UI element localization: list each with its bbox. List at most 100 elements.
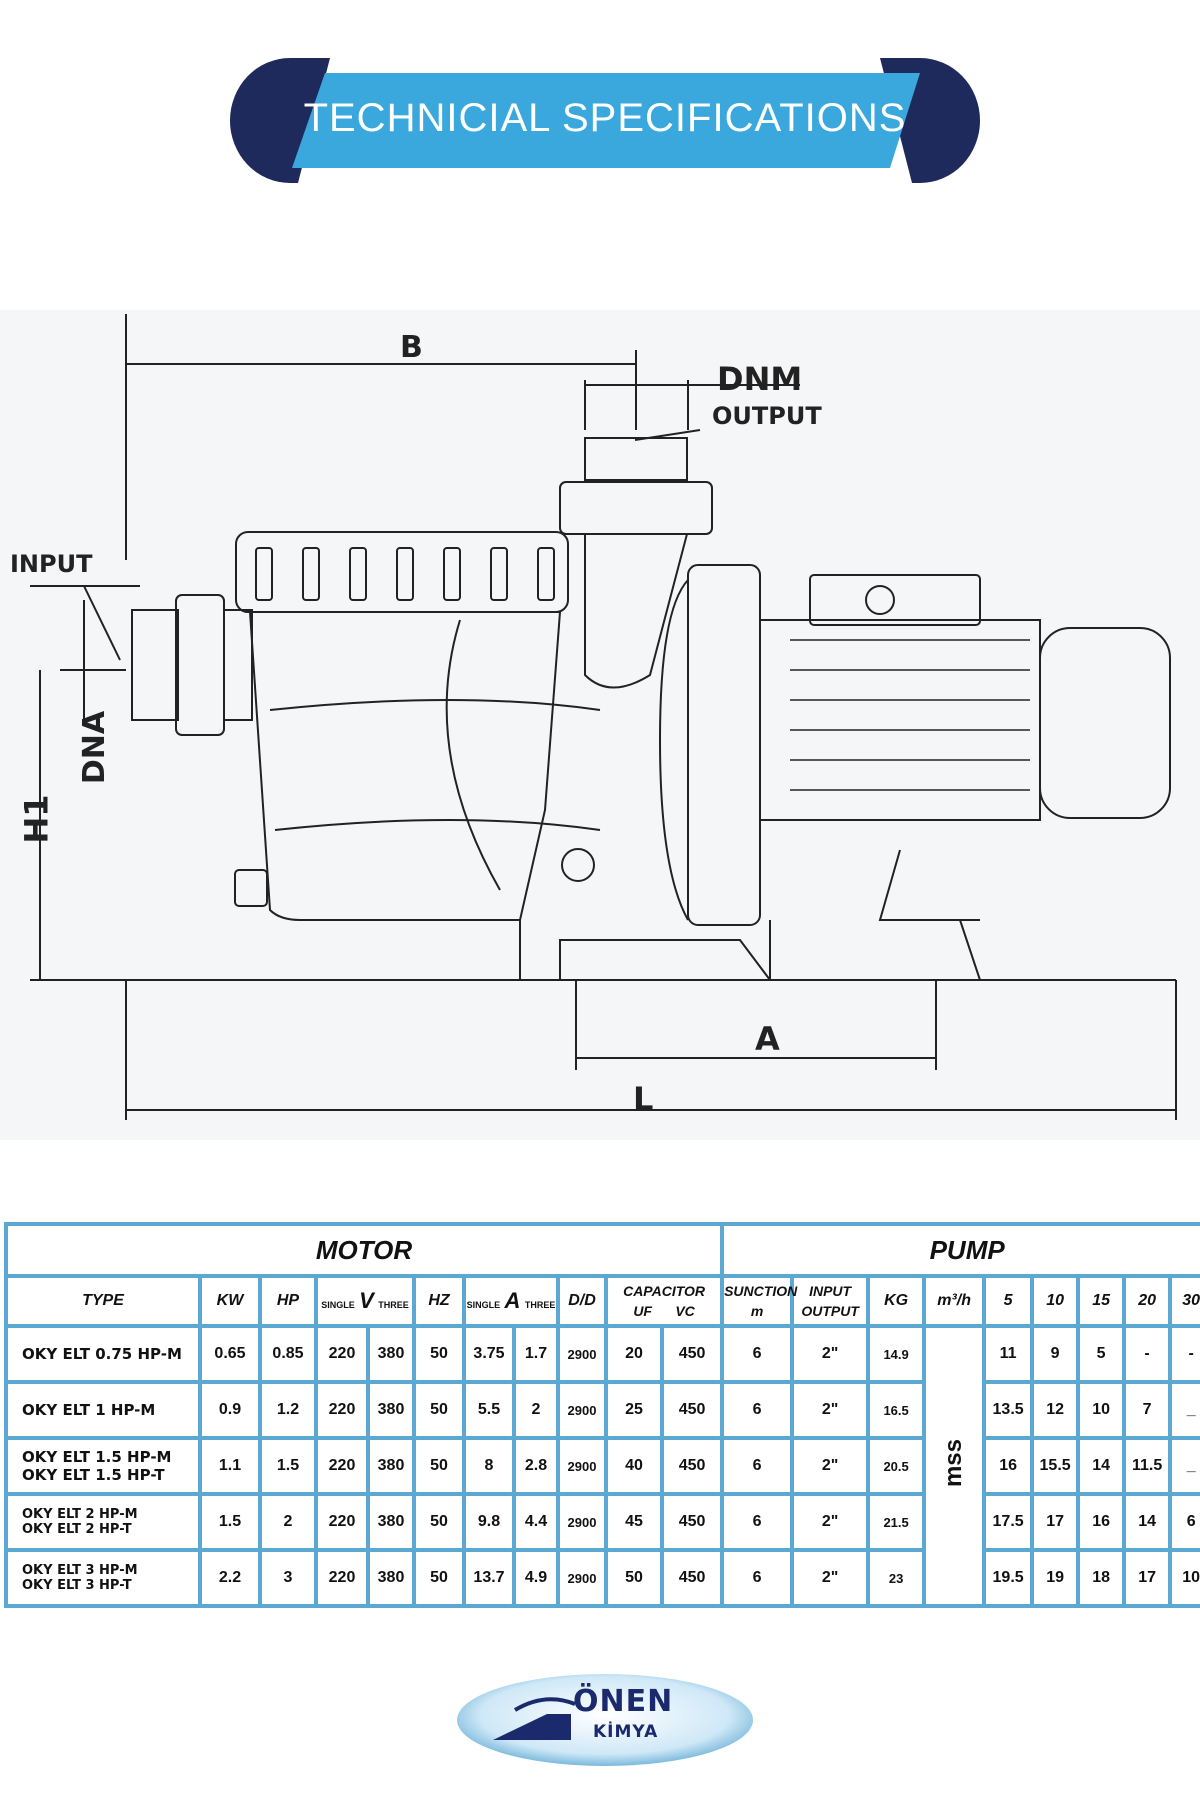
- io-cell: 2": [794, 1384, 867, 1436]
- sunction-cell: 6: [724, 1328, 791, 1380]
- voltage-three-label: THREE: [378, 1300, 409, 1310]
- logo-text-onen: ÖNEN: [573, 1684, 674, 1719]
- mss-label: mss: [940, 1439, 968, 1488]
- hz-cell: 50: [416, 1328, 462, 1380]
- kg-cell: 20.5: [870, 1440, 923, 1492]
- flow-cell: 11.5: [1126, 1440, 1169, 1492]
- uf-label: UF: [633, 1303, 652, 1319]
- v-three-cell: 380: [370, 1552, 412, 1604]
- kw-cell: 1.5: [202, 1496, 258, 1548]
- page-title: TECHNICIAL SPECIFICATIONS: [303, 96, 907, 140]
- pump-outline-diagram: [30, 314, 1177, 1120]
- kw-cell: 2.2: [202, 1552, 258, 1604]
- v-single-cell: 220: [318, 1496, 366, 1548]
- sunction-cell: 6: [724, 1384, 791, 1436]
- v-single-cell: 220: [318, 1328, 366, 1380]
- a-single-cell: 13.7: [466, 1552, 512, 1604]
- table-row: OKY ELT 1.5 HP-M OKY ELT 1.5 HP-T 1.1 1.…: [8, 1440, 1200, 1492]
- input-label: INPUT: [10, 550, 93, 578]
- kw-cell: 0.9: [202, 1384, 258, 1436]
- capacitor-header: CAPACITOR UF VC: [608, 1278, 721, 1324]
- v-three-cell: 380: [370, 1496, 412, 1548]
- type-header: TYPE: [8, 1278, 198, 1324]
- kg-cell: 14.9: [870, 1328, 923, 1380]
- v-single-cell: 220: [318, 1552, 366, 1604]
- uf-cell: 45: [608, 1496, 660, 1548]
- dimension-b-label: B: [400, 330, 423, 365]
- output-label: OUTPUT: [712, 402, 822, 430]
- flow-cell: -: [1126, 1328, 1169, 1380]
- sunction-cell: 6: [724, 1496, 791, 1548]
- flow-header: 10: [1034, 1278, 1077, 1324]
- kw-cell: 1.1: [202, 1440, 258, 1492]
- hp-header: HP: [262, 1278, 314, 1324]
- flow-cell: 16: [1080, 1496, 1123, 1548]
- vc-cell: 450: [664, 1384, 721, 1436]
- flow-cell: 14: [1080, 1440, 1123, 1492]
- column-header-row: TYPE KW HP SINGLE V THREE HZ SINGLE A TH…: [8, 1278, 1200, 1324]
- pump-group-header: PUMP: [724, 1226, 1200, 1274]
- io-cell: 2": [794, 1496, 867, 1548]
- a-three-cell: 2.8: [516, 1440, 556, 1492]
- hz-cell: 50: [416, 1440, 462, 1492]
- flow-cell: _: [1172, 1440, 1200, 1492]
- flow-header: 15: [1080, 1278, 1123, 1324]
- table-row: OKY ELT 0.75 HP-M 0.65 0.85 220 380 50 3…: [8, 1328, 1200, 1604]
- pump-technical-drawing: B DNM OUTPUT INPUT DNA H1 A L: [0, 310, 1200, 1140]
- hz-header: HZ: [416, 1278, 462, 1324]
- type-line: OKY ELT 2 HP-T: [22, 1522, 132, 1537]
- v-three-cell: 380: [370, 1328, 412, 1380]
- voltage-label: V: [359, 1288, 374, 1313]
- type-line: OKY ELT 3 HP-T: [22, 1578, 132, 1593]
- sunction-cell: 6: [724, 1552, 791, 1604]
- flow-cell: 17: [1126, 1552, 1169, 1604]
- flow-cell: 19.5: [986, 1552, 1031, 1604]
- dna-label: DNA: [77, 710, 113, 785]
- motor-group-header: MOTOR: [8, 1226, 721, 1274]
- flow-header: 5: [986, 1278, 1031, 1324]
- sunction-label: SUNCTION: [724, 1283, 798, 1299]
- type-cell: OKY ELT 0.75 HP-M: [8, 1328, 198, 1380]
- flow-cell: 10: [1080, 1384, 1123, 1436]
- io-cell: 2": [794, 1440, 867, 1492]
- a-single-cell: 5.5: [466, 1384, 512, 1436]
- v-three-cell: 380: [370, 1440, 412, 1492]
- logo-emblem: [457, 1674, 753, 1766]
- flow-cell: 10: [1172, 1552, 1200, 1604]
- flow-cell: 9: [1034, 1328, 1077, 1380]
- io-cell: 2": [794, 1552, 867, 1604]
- flow-cell: 5: [1080, 1328, 1123, 1380]
- banner-shape: [230, 58, 980, 183]
- hp-cell: 1.2: [262, 1384, 314, 1436]
- type-line: OKY ELT 1.5 HP-T: [22, 1466, 165, 1484]
- hp-cell: 3: [262, 1552, 314, 1604]
- dimension-a-label: A: [755, 1020, 780, 1058]
- type-cell: OKY ELT 2 HP-M OKY ELT 2 HP-T: [8, 1496, 198, 1548]
- title-banner: TECHNICIAL SPECIFICATIONS: [230, 58, 980, 183]
- type-line: OKY ELT 1.5 HP-M: [22, 1448, 172, 1466]
- hz-cell: 50: [416, 1496, 462, 1548]
- hp-cell: 2: [262, 1496, 314, 1548]
- kg-cell: 23: [870, 1552, 923, 1604]
- dnm-label: DNM: [717, 360, 803, 398]
- io-cell: 2": [794, 1328, 867, 1380]
- uf-cell: 50: [608, 1552, 660, 1604]
- flow-header: 20: [1126, 1278, 1169, 1324]
- a-single-cell: 3.75: [466, 1328, 512, 1380]
- kw-cell: 0.65: [202, 1328, 258, 1380]
- dd-cell: 2900: [560, 1328, 604, 1380]
- table-row: OKY ELT 1 HP-M 0.9 1.2 220 380 50 5.5 2 …: [8, 1384, 1200, 1436]
- vc-cell: 450: [664, 1440, 721, 1492]
- type-cell: OKY ELT 3 HP-M OKY ELT 3 HP-T: [8, 1552, 198, 1604]
- vc-cell: 450: [664, 1552, 721, 1604]
- h1-label: H1: [17, 794, 56, 844]
- output-col-label: OUTPUT: [801, 1303, 859, 1319]
- flow-cell: _: [1172, 1384, 1200, 1436]
- v-single-cell: 220: [318, 1440, 366, 1492]
- type-line: OKY ELT 3 HP-M: [22, 1563, 138, 1578]
- specifications-table: MOTOR PUMP TYPE KW HP SINGLE V THREE HZ …: [4, 1222, 1200, 1608]
- flow-cell: 12: [1034, 1384, 1077, 1436]
- logo-text-kimya: KİMYA: [593, 1722, 659, 1742]
- uf-cell: 20: [608, 1328, 660, 1380]
- kg-cell: 16.5: [870, 1384, 923, 1436]
